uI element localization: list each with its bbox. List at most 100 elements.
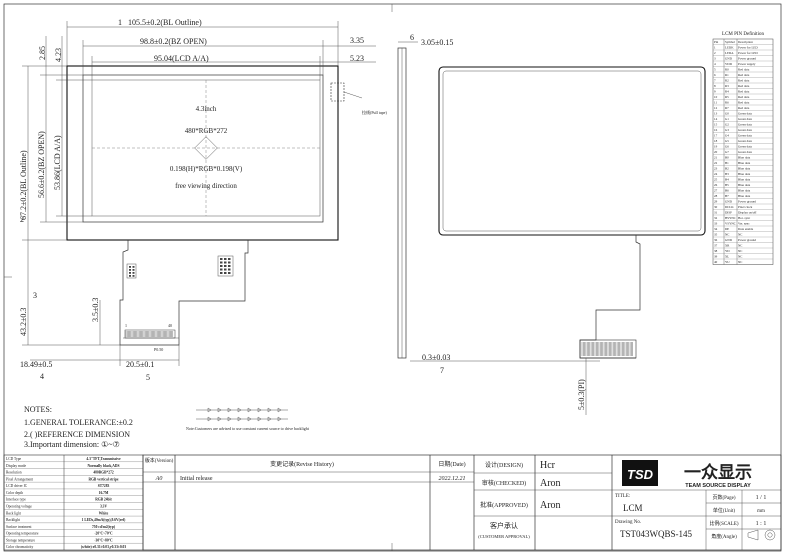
pin-table-cell: 24 xyxy=(714,172,718,176)
pin-table-cell: GND xyxy=(725,200,733,204)
pin-table-cell: 11 xyxy=(714,101,717,105)
title-block: 版本(Version) 变更记录(Revise History) 日期(Date… xyxy=(142,454,782,551)
spec-label: Display mode xyxy=(6,464,26,468)
pitch-label: P0.50 xyxy=(154,347,163,352)
pin-table-cell: B6 xyxy=(725,189,729,193)
pin-table-cell: Blue data xyxy=(738,156,751,160)
pin-table-cell: NC xyxy=(738,260,742,264)
pin-table-cell: 5 xyxy=(714,68,716,72)
spec-label: Interface type xyxy=(6,498,26,502)
pin-table-cell: Ver. sync xyxy=(738,222,750,226)
pin-table-header: Description xyxy=(738,40,753,44)
pin-table-cell: 22 xyxy=(714,161,718,165)
change-value: Initial release xyxy=(180,476,213,482)
spec-label: LCD driver IC xyxy=(6,484,28,488)
pin-table-cell: 35 xyxy=(714,233,718,237)
pin-table-cell: Green data xyxy=(738,117,752,121)
pin-table-cell: 15 xyxy=(714,123,718,127)
pin-table-cell: Power for LED xyxy=(738,51,758,55)
pin-table-cell: 20 xyxy=(714,150,718,154)
note-1: 1.GENERAL TOLERANCE:±0.2 xyxy=(24,418,133,427)
pin-table-cell: 2 xyxy=(714,51,716,55)
panel-resolution: 480*RGB*272 xyxy=(185,127,228,135)
pin-table-cell: Blue data xyxy=(738,189,751,193)
pin-table-cell: 1 xyxy=(714,46,716,50)
pin-table-cell: 12 xyxy=(714,106,718,110)
pin-table-cell: 18 xyxy=(714,139,718,143)
spec-value: -20°C~70°C xyxy=(94,532,113,536)
spec-value: 16.7M xyxy=(99,491,109,495)
pin-table-cell: YU xyxy=(725,260,730,264)
sheet-border xyxy=(3,3,782,552)
pin-table-cell: R5 xyxy=(725,95,729,99)
pin-table-cell: Display on/off xyxy=(738,211,757,215)
approved-value: Aron xyxy=(540,500,561,511)
circle-5: 5 xyxy=(146,373,150,382)
pin-table-cell: Blue data xyxy=(738,178,751,182)
fpc-component-a xyxy=(126,263,137,279)
pin-table-cell: 37 xyxy=(714,244,718,248)
dim-20-5: 20.5±0.1 xyxy=(126,360,154,369)
fpc-outline xyxy=(119,240,249,346)
pin-table-cell: 8 xyxy=(714,84,716,88)
pin-table-cell: 16 xyxy=(714,128,718,132)
led-schematic: Note:Customers are advised to use consta… xyxy=(186,407,310,431)
date-label: 日期(Date) xyxy=(438,460,465,468)
bz-open xyxy=(82,74,324,223)
pin-table-cell: 21 xyxy=(714,156,718,160)
led-diodes xyxy=(207,407,282,422)
pin-table-cell: B0 xyxy=(725,156,729,160)
bl-outline-width: 105.5±0.2(BL Outline) xyxy=(128,18,202,27)
pin-table-cell: 26 xyxy=(714,183,718,187)
pin-table-cell: Green data xyxy=(738,112,752,116)
pin-table-cell: DISP xyxy=(725,211,732,215)
spec-value: 4.3"TFT,Transmissive xyxy=(86,457,121,461)
pin-table-cell: R0 xyxy=(725,68,729,72)
pin-table-cell: LEDK xyxy=(725,46,734,50)
pin-table-cell: GND xyxy=(725,238,733,242)
spec-value: 750 cd/m2(typ) xyxy=(92,525,116,529)
dim-3-35: 3.35 xyxy=(350,36,364,45)
pin-table-cell: 9 xyxy=(714,90,716,94)
led-note-line: Note:Customers are advised to use consta… xyxy=(186,426,310,431)
pin-table-cell: 23 xyxy=(714,167,718,171)
pin-table-cell: NC xyxy=(738,244,742,248)
title-label: TITLE: xyxy=(615,494,630,499)
spec-value: 480RGB*272 xyxy=(93,471,114,475)
pin-table-cell: R4 xyxy=(725,90,729,94)
spec-value: Normally black,ADS xyxy=(88,464,120,468)
dim-2-85: 2.85 xyxy=(38,46,47,60)
page-value: 1 / 1 xyxy=(756,495,767,501)
bz-open-height: 56.6±0.2(BZ OPEN) xyxy=(37,131,46,198)
logo-letters: TSD xyxy=(627,467,654,482)
dim-0-3: 0.3±0.03 xyxy=(422,353,450,362)
pin-table-cell: Red data xyxy=(738,95,750,99)
drawing-value: TST043WQBS-145 xyxy=(620,529,693,539)
pin-table-cell: Data enable xyxy=(738,227,754,231)
pin-table-cell: Red data xyxy=(738,79,750,83)
pin-table-cell: 10 xyxy=(714,95,718,99)
page-label: 页数(Page) xyxy=(712,494,735,501)
pin-table-cell: Power ground xyxy=(738,200,756,204)
pin-table-cell: 25 xyxy=(714,178,718,182)
lcd-aa-width: 95.04(LCD A/A) xyxy=(154,54,209,63)
pin-table-cell: B1 xyxy=(725,161,729,165)
back-inner xyxy=(442,70,702,232)
dim-5-pi: 5±0.3(PI) xyxy=(577,379,586,410)
pull-tape-leader xyxy=(343,91,363,99)
pin-40-label: 40 xyxy=(168,323,172,328)
pin-table-cell: B5 xyxy=(725,183,729,187)
pin-table-cell: Green data xyxy=(738,134,752,138)
notes-title: NOTES: xyxy=(24,405,52,414)
tsd-logo: TSD 一众显示 TEAM SOURCE DISPLAY xyxy=(622,460,752,489)
design-label: 设计(DESIGN) xyxy=(485,461,523,469)
pin-table-cell: 19 xyxy=(714,145,718,149)
pin-table-cell: 38 xyxy=(714,249,718,253)
pin-table-cell: VSYNC xyxy=(725,222,736,226)
pin-table-cell: Red data xyxy=(738,84,750,88)
pin-table-cell: Power ground xyxy=(738,238,756,242)
spec-label: Color chromaticity xyxy=(6,545,33,549)
pin-table-cell: B2 xyxy=(725,167,729,171)
